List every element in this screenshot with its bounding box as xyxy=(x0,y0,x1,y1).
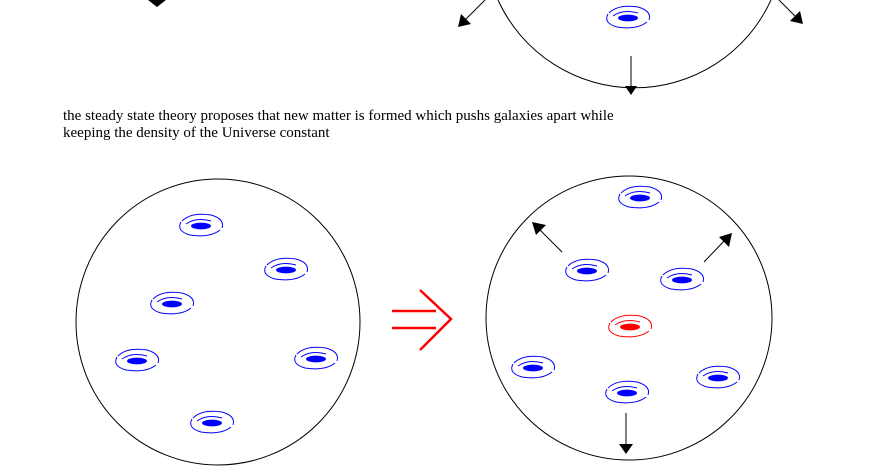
implies-arrow-icon xyxy=(392,289,453,351)
motion-arrow-icon xyxy=(778,0,803,24)
spiral-galaxy-icon xyxy=(511,355,556,379)
spiral-galaxy-icon xyxy=(190,410,235,434)
motion-arrow-icon xyxy=(458,0,486,27)
universe-before xyxy=(75,178,361,466)
motion-arrow-icon xyxy=(532,222,563,253)
caption-line-1: the steady state theory proposes that ne… xyxy=(63,108,614,124)
spiral-galaxy-icon xyxy=(605,380,650,404)
spiral-galaxy-icon xyxy=(606,5,651,29)
motion-arrow-icon xyxy=(619,413,633,454)
spiral-galaxy-icon xyxy=(179,213,224,237)
spiral-galaxy-icon xyxy=(565,258,610,282)
new-galaxy-icon xyxy=(608,314,653,338)
motion-arrow-icon xyxy=(703,233,732,263)
spiral-galaxy-icon xyxy=(660,267,705,291)
top-arrowhead-left xyxy=(148,0,166,7)
spiral-galaxy-icon xyxy=(696,365,741,389)
spiral-galaxy-icon xyxy=(264,257,309,281)
top-universe-circle xyxy=(497,0,772,89)
motion-arrow-icon xyxy=(625,56,637,95)
spiral-galaxy-icon xyxy=(150,291,195,315)
caption-line-2: keeping the density of the Universe cons… xyxy=(63,125,330,141)
top-partial-diagram xyxy=(148,0,803,95)
universe-after xyxy=(485,175,773,461)
spiral-galaxy-icon xyxy=(294,346,339,370)
universe-circle xyxy=(75,178,361,466)
spiral-galaxy-icon xyxy=(115,348,160,372)
universe-circle xyxy=(485,175,773,461)
spiral-galaxy-icon xyxy=(618,185,663,209)
diagram-caption: the steady state theory proposes that ne… xyxy=(63,108,783,142)
